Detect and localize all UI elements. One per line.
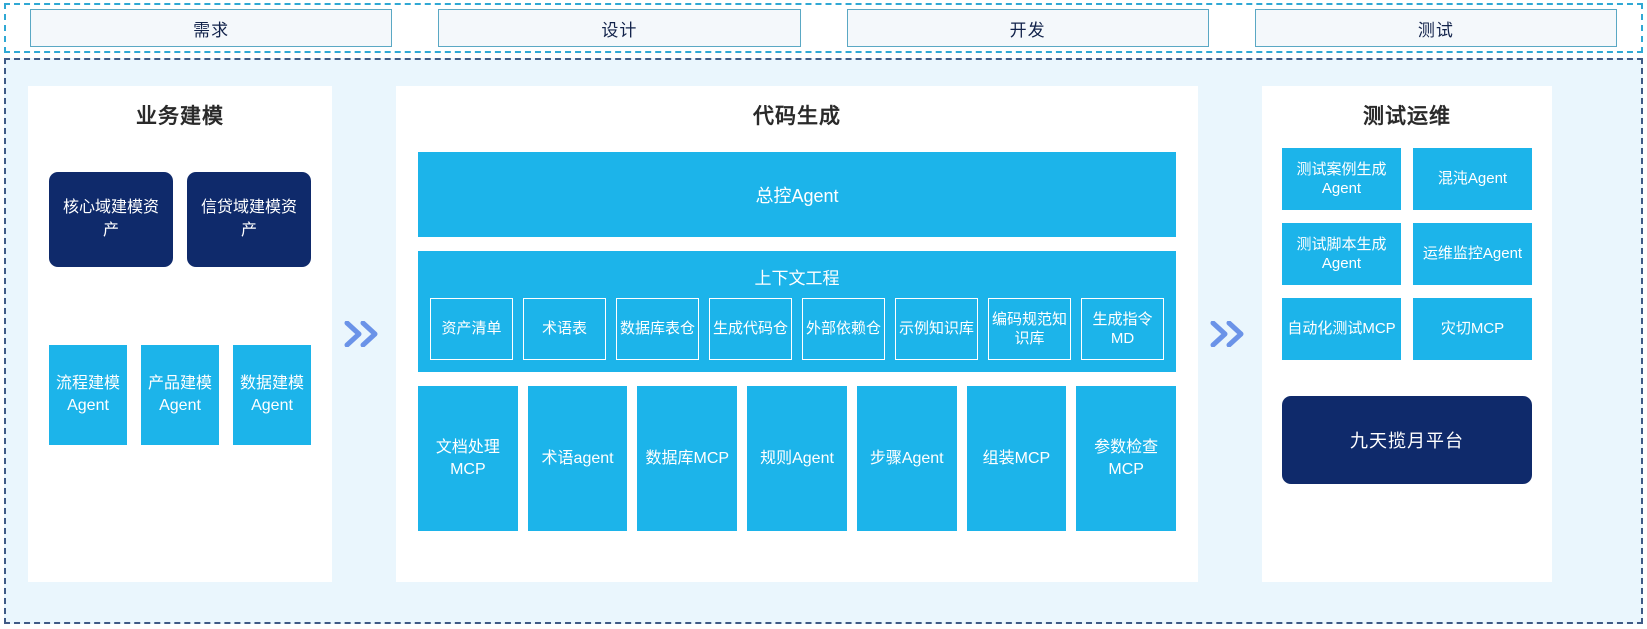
card-chaos-agent[interactable]: 混沌Agent	[1413, 148, 1532, 210]
context-item-example-knowledge-base[interactable]: 示例知识库	[895, 298, 978, 360]
double-chevron-right-icon	[1210, 321, 1250, 347]
panel-test-operations: 测试运维 测试案例生成Agent 混沌Agent 测试脚本生成Agent 运维监…	[1262, 86, 1552, 582]
diagram-container: 业务建模 核心域建模资产 信贷域建模资产 流程建模Agent 产品建模Agent…	[4, 58, 1643, 624]
card-operations-monitoring-agent[interactable]: 运维监控Agent	[1413, 223, 1532, 285]
stage-label: 需求	[193, 20, 230, 40]
context-item-coding-standard-knowledge-base[interactable]: 编码规范知识库	[988, 298, 1071, 360]
tool-card-parameter-check-mcp[interactable]: 参数检查MCP	[1076, 386, 1177, 531]
context-item-asset-list[interactable]: 资产清单	[430, 298, 513, 360]
business-agents-row: 流程建模Agent 产品建模Agent 数据建模Agent	[28, 345, 332, 445]
panel-title-code-generation: 代码生成	[753, 105, 841, 128]
master-agent-label: 总控Agent	[755, 185, 839, 206]
tool-card-database-mcp[interactable]: 数据库MCP	[637, 386, 738, 531]
double-chevron-right-icon	[344, 321, 384, 347]
card-test-case-generation-agent[interactable]: 测试案例生成Agent	[1282, 148, 1401, 210]
flow-arrow-right	[1198, 86, 1262, 582]
stage-label: 设计	[601, 20, 638, 40]
panel-title-test-operations: 测试运维	[1363, 105, 1451, 128]
panel-code-generation: 代码生成 总控Agent 上下文工程 资产清单 术语表 数据库表仓 生成代码仓 …	[396, 86, 1198, 582]
tool-card-document-processing-mcp[interactable]: 文档处理MCP	[418, 386, 518, 531]
context-engineering-items: 资产清单 术语表 数据库表仓 生成代码仓 外部依赖仓 示例知识库 编码规范知识库…	[430, 298, 1164, 360]
test-operations-grid: 测试案例生成Agent 混沌Agent 测试脚本生成Agent 运维监控Agen…	[1262, 130, 1552, 360]
asset-card-credit-domain[interactable]: 信贷域建模资产	[187, 172, 311, 267]
stage-label: 开发	[1009, 20, 1046, 40]
asset-card-core-domain[interactable]: 核心域建模资产	[49, 172, 173, 267]
code-generation-tools-row: 文档处理MCP 术语agent 数据库MCP 规则Agent 步骤Agent 组…	[418, 386, 1177, 531]
stage-strip: 需求 设计 开发 测试	[4, 3, 1643, 53]
card-jiutian-lanyue-platform[interactable]: 九天揽月平台	[1282, 396, 1532, 484]
panel-title-business-modeling: 业务建模	[136, 105, 224, 128]
tool-card-assembly-mcp[interactable]: 组装MCP	[966, 386, 1067, 531]
context-item-generated-code-repo[interactable]: 生成代码仓	[709, 298, 792, 360]
code-generation-body: 总控Agent 上下文工程 资产清单 术语表 数据库表仓 生成代码仓 外部依赖仓…	[396, 152, 1198, 531]
stage-label: 测试	[1417, 20, 1454, 40]
stage-box-design[interactable]: 设计	[438, 9, 801, 47]
context-item-external-dependency-repo[interactable]: 外部依赖仓	[802, 298, 885, 360]
stage-box-requirements[interactable]: 需求	[30, 9, 393, 47]
tool-card-rule-agent[interactable]: 规则Agent	[747, 386, 847, 531]
agent-card-data-modeling[interactable]: 数据建模Agent	[233, 345, 311, 445]
tool-card-glossary-agent[interactable]: 术语agent	[527, 386, 628, 531]
context-item-glossary[interactable]: 术语表	[523, 298, 606, 360]
business-assets-row: 核心域建模资产 信贷域建模资产	[28, 172, 332, 267]
card-test-script-generation-agent[interactable]: 测试脚本生成Agent	[1282, 223, 1401, 285]
stage-box-development[interactable]: 开发	[846, 9, 1209, 47]
master-agent-bar[interactable]: 总控Agent	[418, 152, 1176, 237]
panel-business-modeling: 业务建模 核心域建模资产 信贷域建模资产 流程建模Agent 产品建模Agent…	[28, 86, 332, 582]
agent-card-process-modeling[interactable]: 流程建模Agent	[49, 345, 127, 445]
context-item-db-table-repo[interactable]: 数据库表仓	[616, 298, 699, 360]
context-engineering-block: 上下文工程 资产清单 术语表 数据库表仓 生成代码仓 外部依赖仓 示例知识库 编…	[418, 251, 1176, 372]
context-engineering-title: 上下文工程	[754, 269, 840, 288]
context-item-generation-instruction-md[interactable]: 生成指令MD	[1081, 298, 1164, 360]
stage-box-testing[interactable]: 测试	[1254, 9, 1617, 47]
tool-card-step-agent[interactable]: 步骤Agent	[856, 386, 957, 531]
card-disaster-recovery-mcp[interactable]: 灾切MCP	[1413, 298, 1532, 360]
agent-card-product-modeling[interactable]: 产品建模Agent	[141, 345, 219, 445]
card-automated-testing-mcp[interactable]: 自动化测试MCP	[1282, 298, 1401, 360]
flow-arrow-left	[332, 86, 396, 582]
